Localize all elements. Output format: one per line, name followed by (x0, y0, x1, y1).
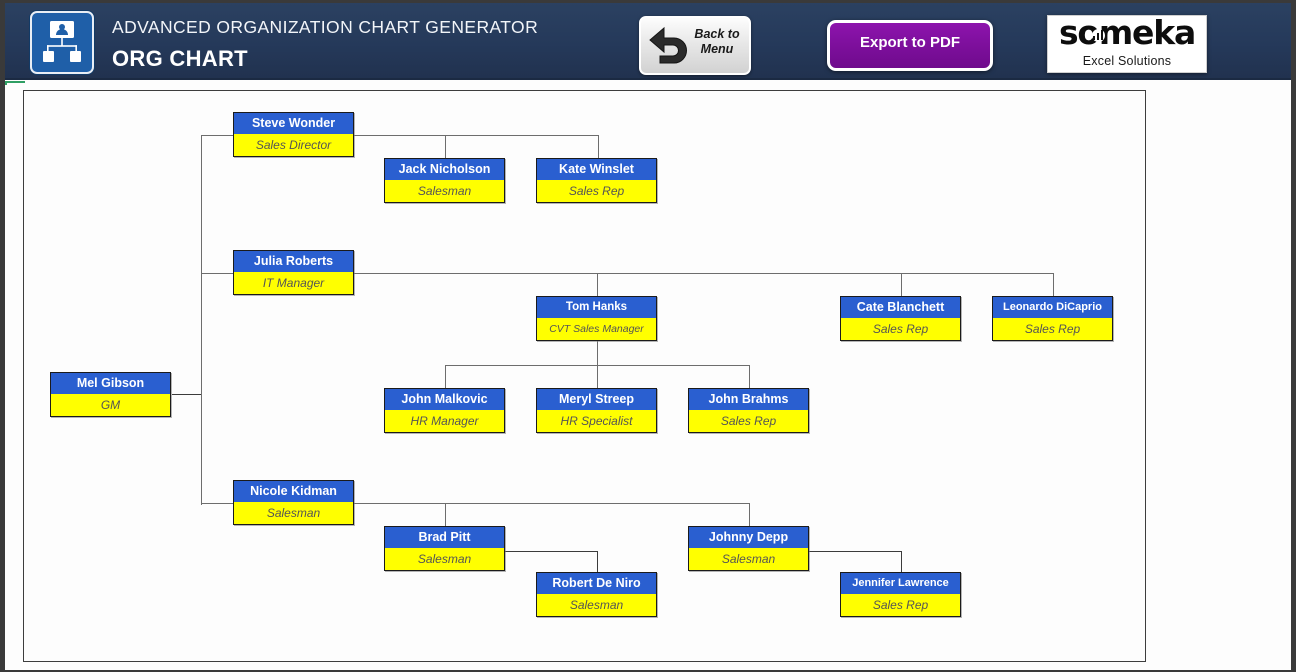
node-kate-winslet[interactable]: Kate Winslet Sales Rep (536, 158, 657, 203)
node-name: John Brahms (689, 389, 808, 410)
someka-logo: someka Excel Solutions (1047, 13, 1207, 73)
node-title: HR Manager (385, 410, 504, 432)
node-name: John Malkovic (385, 389, 504, 410)
connector-main-trunk (201, 135, 202, 505)
connector-robert-h (505, 551, 598, 552)
node-title: Salesman (689, 548, 808, 570)
connector-johnny-drop (749, 503, 750, 538)
org-chart-icon (30, 11, 94, 74)
node-name: Tom Hanks (537, 297, 656, 318)
node-title: Salesman (234, 502, 353, 524)
connector-meryl-drop (597, 365, 598, 399)
someka-wordmark: someka (1058, 13, 1196, 52)
node-title: Salesman (537, 594, 656, 616)
connector-jennifer-v (901, 551, 902, 576)
connector-julia-bar (201, 273, 1054, 274)
node-title: Sales Director (234, 134, 353, 156)
node-title: IT Manager (234, 272, 353, 294)
connector-johnm-drop (445, 365, 446, 399)
node-tom-hanks[interactable]: Tom Hanks CVT Sales Manager (536, 296, 657, 341)
connector-steve-bar (201, 135, 599, 136)
node-title: GM (51, 394, 170, 416)
connector-robert-v (597, 551, 598, 576)
back-arrow-icon (646, 24, 690, 71)
node-brad-pitt[interactable]: Brad Pitt Salesman (384, 526, 505, 571)
connector-leonardo-drop (1053, 273, 1054, 307)
node-name: Jennifer Lawrence (841, 573, 960, 594)
connector-tom-drop (597, 273, 598, 307)
export-to-pdf-button[interactable]: Export to PDF (827, 20, 993, 71)
connector-johnb-drop (749, 365, 750, 399)
back-label-line1: Back to (694, 27, 740, 41)
node-leonardo-dicaprio[interactable]: Leonardo DiCaprio Sales Rep (992, 296, 1113, 341)
back-to-menu-label: Back to Menu (689, 27, 745, 57)
node-steve-wonder[interactable]: Steve Wonder Sales Director (233, 112, 354, 157)
node-title: HR Specialist (537, 410, 656, 432)
node-name: Nicole Kidman (234, 481, 353, 502)
node-john-brahms[interactable]: John Brahms Sales Rep (688, 388, 809, 433)
someka-tagline: Excel Solutions (1082, 54, 1172, 68)
org-chart-diagram: Mel Gibson GM Steve Wonder Sales Directo… (5, 85, 1291, 670)
node-title: Salesman (385, 548, 504, 570)
node-johnny-depp[interactable]: Johnny Depp Salesman (688, 526, 809, 571)
back-label-line2: Menu (700, 42, 734, 56)
node-title: Sales Rep (689, 410, 808, 432)
node-meryl-streep[interactable]: Meryl Streep HR Specialist (536, 388, 657, 433)
node-title: Salesman (385, 180, 504, 202)
connector-cate-drop (901, 273, 902, 307)
connector-brad-drop (445, 503, 446, 538)
node-name: Kate Winslet (537, 159, 656, 180)
node-name: Robert De Niro (537, 573, 656, 594)
connector-jennifer-h (809, 551, 902, 552)
node-john-malkovic[interactable]: John Malkovic HR Manager (384, 388, 505, 433)
app-header: ADVANCED ORGANIZATION CHART GENERATOR OR… (5, 3, 1291, 80)
node-name: Jack Nicholson (385, 159, 504, 180)
node-jack-nicholson[interactable]: Jack Nicholson Salesman (384, 158, 505, 203)
someka-chart-glyph (1092, 29, 1105, 42)
node-name: Julia Roberts (234, 251, 353, 272)
node-name: Johnny Depp (689, 527, 808, 548)
connector-nicole-bar (201, 503, 750, 504)
node-nicole-kidman[interactable]: Nicole Kidman Salesman (233, 480, 354, 525)
node-name: Meryl Streep (537, 389, 656, 410)
node-name: Mel Gibson (51, 373, 170, 394)
connector-kate-drop (598, 135, 599, 170)
node-title: Sales Rep (841, 318, 960, 340)
connector-jack-drop (445, 135, 446, 170)
connector-tom-stem (597, 340, 598, 366)
node-title: Sales Rep (993, 318, 1112, 340)
node-name: Cate Blanchett (841, 297, 960, 318)
export-to-pdf-label: Export to PDF (860, 34, 960, 51)
node-name: Leonardo DiCaprio (993, 297, 1112, 318)
back-to-menu-button[interactable]: Back to Menu (639, 16, 751, 75)
node-name: Steve Wonder (234, 113, 353, 134)
page-title: ORG CHART (112, 46, 248, 71)
app-subtitle: ADVANCED ORGANIZATION CHART GENERATOR (112, 17, 539, 37)
node-title: CVT Sales Manager (537, 318, 656, 340)
node-title: Sales Rep (537, 180, 656, 202)
worksheet-canvas: Mel Gibson GM Steve Wonder Sales Directo… (5, 85, 1291, 670)
node-title: Sales Rep (841, 594, 960, 616)
node-julia-roberts[interactable]: Julia Roberts IT Manager (233, 250, 354, 295)
node-cate-blanchett[interactable]: Cate Blanchett Sales Rep (840, 296, 961, 341)
node-mel-gibson[interactable]: Mel Gibson GM (50, 372, 171, 417)
connector-mel-stub (172, 394, 202, 395)
node-jennifer-lawrence[interactable]: Jennifer Lawrence Sales Rep (840, 572, 961, 617)
node-name: Brad Pitt (385, 527, 504, 548)
node-robert-de-niro[interactable]: Robert De Niro Salesman (536, 572, 657, 617)
